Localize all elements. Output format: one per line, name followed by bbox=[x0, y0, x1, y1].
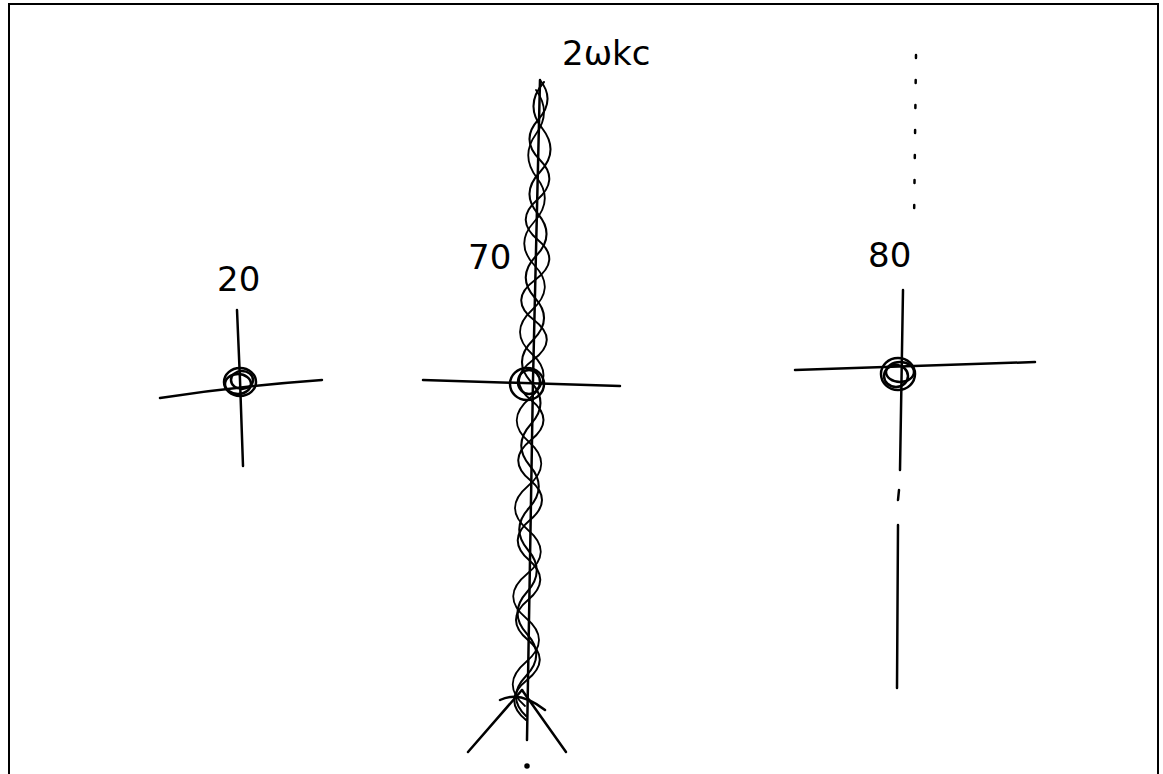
frame bbox=[9, 4, 1158, 774]
handwritten-label: 80 bbox=[866, 238, 913, 272]
handwritten-label: 2ωkc bbox=[560, 36, 653, 70]
left-axes bbox=[160, 310, 322, 466]
middle-axes bbox=[423, 80, 620, 768]
handwritten-label: 70 bbox=[466, 240, 513, 274]
right-axes bbox=[795, 55, 1035, 688]
handwritten-label: 20 bbox=[215, 262, 262, 296]
